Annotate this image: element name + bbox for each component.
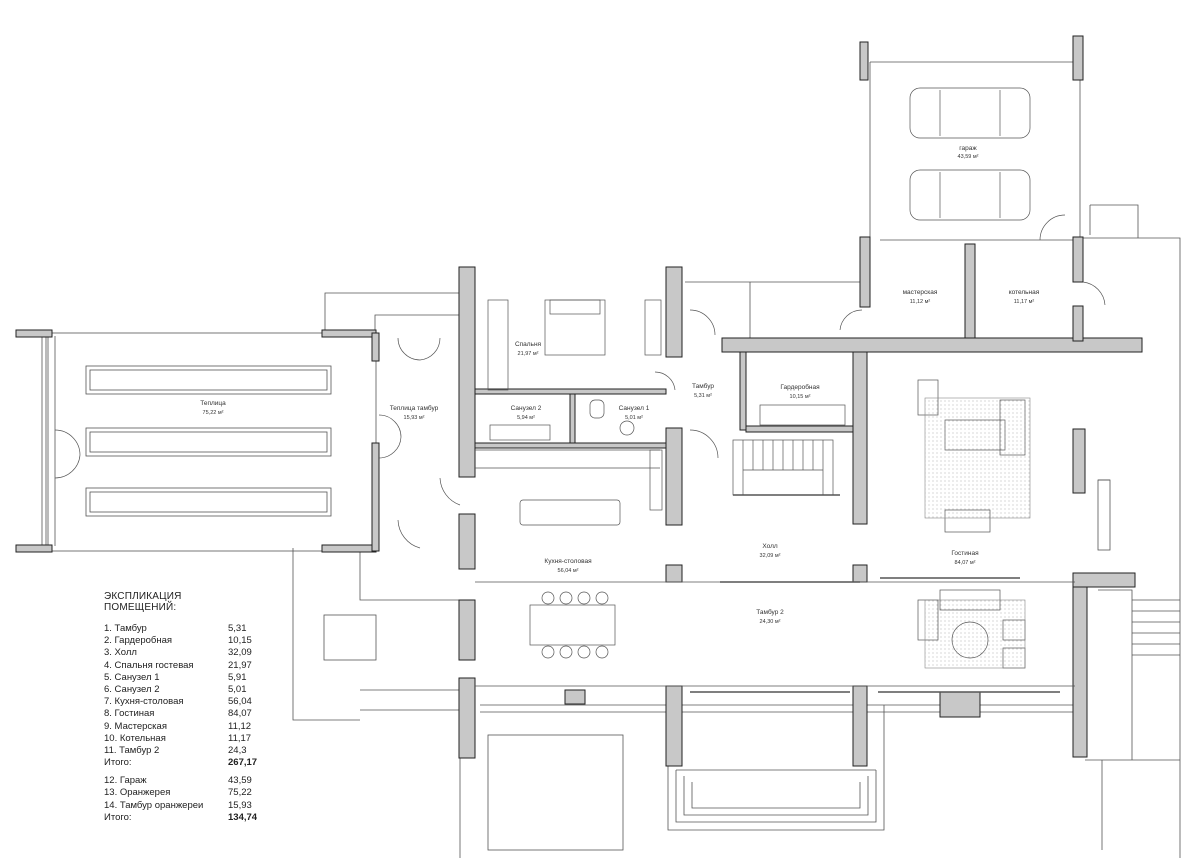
room-area-workshop: 11,12 м² [910,299,931,305]
room-name-wardrobe: Гардеробная [780,383,820,391]
schedule-value: 56,04 [228,696,252,708]
room-area-bathroom-1: 5,01 м² [625,415,643,421]
schedule-total-row: Итого: 267,17 [104,757,258,769]
room-area-hall: 32,09 м² [760,553,781,559]
room-name-kitchen-dining: Кухня-столовая [544,558,592,565]
schedule-row: 8. Гостиная 84,07 [104,708,254,720]
schedule-label: 13. Оранжерея [104,787,171,799]
schedule-value: 15,93 [228,799,252,811]
schedule-row: 3. Холл 32,09 [104,647,254,659]
schedule-label: 1. Тамбур [104,623,147,634]
schedule-row: 9. Мастерская 11,12 [104,721,254,733]
room-area-wardrobe: 10,15 м² [790,394,811,400]
room-name-greenhouse-vestibule: Теплица тамбур [390,404,439,412]
room-name-boiler-room: котельная [1009,289,1040,296]
schedule-label: 3. Холл [104,647,137,659]
room-area-vestibule-2: 24,30 м² [760,619,781,625]
schedule-row: 5. Санузел 1 5,91 [104,672,254,684]
schedule-row: 12. Гараж 43,59 [104,775,254,787]
schedule-total-value: 134,74 [228,811,258,823]
schedule-label: 10. Котельная [104,732,166,744]
schedule-row: 2. Гардеробная 10,15 [104,635,254,647]
schedule-total-label: Итого: [104,757,132,769]
schedule-row: 7. Кухня-столовая 56,04 [104,696,254,708]
schedule-label: 9. Мастерская [104,720,167,732]
schedule-label: 14. Тамбур оранжереи [104,799,204,811]
room-area-greenhouse-vestibule: 15,93 м² [404,415,425,421]
room-area-garage: 43,59 м² [958,154,979,160]
room-area-guest-bedroom: 21,97 м² [518,351,539,357]
room-name-bathroom-2: Санузел 2 [511,405,542,412]
room-area-boiler-room: 11,17 м² [1014,299,1035,305]
schedule-title: ЭКСПЛИКАЦИЯ ПОМЕЩЕНИЙ: [104,591,182,613]
schedule-label: 12. Гараж [104,775,147,787]
schedule-label: 8. Гостиная [104,708,155,720]
room-name-guest-bedroom: Спальня [515,341,542,348]
schedule-row: 11. Тамбур 2 24,3 [104,745,254,757]
schedule-label: 7. Кухня-столовая [104,696,184,708]
schedule-value: 5,01 [228,683,247,695]
schedule-value: 21,97 [228,659,252,671]
schedule-value: 11,12 [228,720,252,732]
room-area-vestibule: 5,31 м² [694,393,712,399]
room-area-kitchen-dining: 56,04 м² [558,568,579,574]
schedule-value: 84,07 [228,708,252,720]
rugs [924,397,1031,669]
schedule-value: 43,59 [228,775,252,787]
room-name-vestibule-2: Тамбур 2 [756,608,784,616]
schedule-row: 1. Тамбур 5,31 [104,623,254,635]
room-name-bathroom-1: Санузел 1 [619,405,650,412]
schedule-label: 4. Спальня гостевая [104,659,194,671]
schedule-label: 5. Санузел 1 [104,671,160,683]
schedule-value: 24,3 [228,744,247,756]
room-labels: Теплица 75,22 м² Теплица тамбур 15,93 м²… [200,145,1040,625]
room-name-workshop: мастерская [903,289,938,296]
schedule-value: 5,91 [228,671,247,683]
schedule-total-row: Итого: 134,74 [104,811,258,824]
room-name-hall: Холл [762,543,778,550]
schedule-label: 6. Санузел 2 [104,683,160,695]
schedule-value: 5,31 [228,623,247,634]
room-name-greenhouse: Теплица [200,400,226,407]
schedule-row: 14. Тамбур оранжереи 15,93 [104,800,254,812]
room-schedule: ЭКСПЛИКАЦИЯ ПОМЕЩЕНИЙ: 1. Тамбур 5,31 2. … [104,591,258,824]
room-name-garage: гараж [959,145,977,152]
schedule-label: 2. Гардеробная [104,635,173,647]
schedule-value: 10,15 [228,635,252,647]
schedule-value: 75,22 [228,787,252,799]
schedule-total-value: 267,17 [228,757,258,769]
schedule-row: 10. Котельная 11,17 [104,733,254,745]
schedule-row: 13. Оранжерея 75,22 [104,787,254,799]
schedule-value: 32,09 [228,647,252,659]
schedule-row: 6. Санузел 2 5,01 [104,684,254,696]
schedule-value: 11,17 [228,732,252,744]
room-area-bathroom-2: 5,94 м² [517,415,535,421]
schedule-row: 4. Спальня гостевая 21,97 [104,660,254,672]
room-area-greenhouse: 75,22 м² [203,410,224,416]
room-name-vestibule: Тамбур [692,382,714,390]
schedule-label: 11. Тамбур 2 [104,744,160,756]
walls [15,35,1143,767]
schedule-total-label: Итого: [104,811,132,823]
room-name-living-room: Гостиная [951,550,979,557]
room-area-living-room: 84,07 м² [955,560,976,566]
